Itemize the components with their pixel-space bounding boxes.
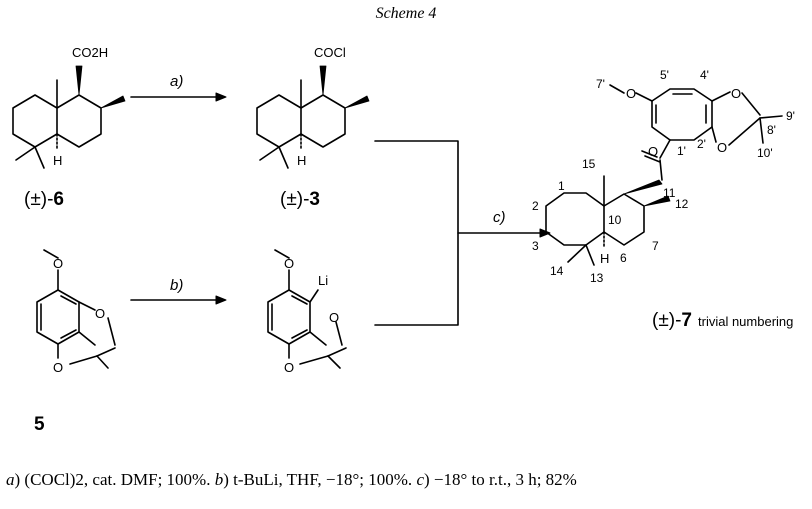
compound-5-label: 5: [34, 414, 45, 435]
num-7: 7: [652, 239, 659, 253]
compound-7-o-ketone: O: [648, 144, 658, 159]
num-13: 13: [590, 271, 604, 285]
num-4p: 4': [700, 68, 709, 82]
compound-5-o-ring1: O: [95, 306, 105, 321]
arrow-b-head: [215, 295, 227, 305]
reaction-conditions: a) (COCl)2, cat. DMF; 100%. b) t-BuLi, T…: [6, 470, 812, 490]
arrow-c-label: c): [493, 209, 506, 226]
num-10: 10: [608, 213, 622, 227]
lithiated-o-methoxy: O: [284, 256, 294, 271]
num-2p: 2': [697, 137, 706, 151]
num-7p: 7': [596, 77, 605, 91]
lithiated-o-ring1: O: [329, 310, 339, 325]
merge-bracket: [374, 140, 459, 326]
num-10p: 10': [757, 146, 773, 160]
compound-6-co2h-label: CO2H: [72, 45, 108, 60]
footer-c-text: ) −18° to r.t., 3 h; 82%: [423, 470, 577, 489]
compound-3-label: (±)-3: [280, 189, 320, 210]
compound-6-structure: [12, 65, 126, 169]
arrow-c-head: [539, 228, 551, 238]
arrow-a-head: [215, 92, 227, 102]
num-14: 14: [550, 264, 564, 278]
compound-7-o-ring2: O: [717, 140, 727, 155]
num-1: 1: [558, 179, 565, 193]
compound-3-cocl-label: COCl: [314, 45, 346, 60]
lithiated-li-label: Li: [318, 273, 328, 288]
footer-b-text: ) t-BuLi, THF, −18°; 100%.: [223, 470, 417, 489]
compound-6-label: (±)-6: [24, 189, 64, 210]
footer-a-label: a: [6, 470, 15, 489]
num-1p: 1': [677, 144, 686, 158]
compound-7-h-label: H: [600, 251, 609, 266]
compound-3-structure: [256, 65, 370, 169]
arrow-b-label: b): [170, 277, 183, 294]
footer-a-text: ) (COCl)2, cat. DMF; 100%.: [14, 470, 215, 489]
arrow-a-label: a): [170, 73, 183, 90]
compound-7-structure: [545, 84, 783, 266]
compound-7-o-methoxy: O: [626, 86, 636, 101]
compound-7-o-ring1: O: [731, 86, 741, 101]
compound-5-o-methoxy: O: [53, 256, 63, 271]
num-11: 11: [663, 186, 676, 200]
num-5p: 5': [660, 68, 669, 82]
lithiated-o-ring2: O: [284, 360, 294, 375]
num-8p: 8': [767, 123, 776, 137]
compound-5-o-ring2: O: [53, 360, 63, 375]
scheme-title: Scheme 4: [375, 5, 437, 22]
num-12: 12: [675, 197, 689, 211]
compound-3-h-label: H: [297, 153, 306, 168]
footer-b-label: b: [214, 470, 224, 489]
compound-6-h-label: H: [53, 153, 62, 168]
num-3: 3: [532, 239, 539, 253]
num-9p: 9': [786, 109, 795, 123]
num-2: 2: [532, 199, 539, 213]
footer-c-label: c: [416, 470, 424, 489]
lithiated-compound-structure: [267, 249, 347, 369]
num-15: 15: [582, 157, 596, 171]
num-6: 6: [620, 251, 627, 265]
compound-5-structure: [36, 249, 116, 369]
compound-7-atom-numbers: 7' 5' 4' 2' 1' 8' 9' 10' 11 15 1 10 12 2…: [532, 68, 795, 285]
